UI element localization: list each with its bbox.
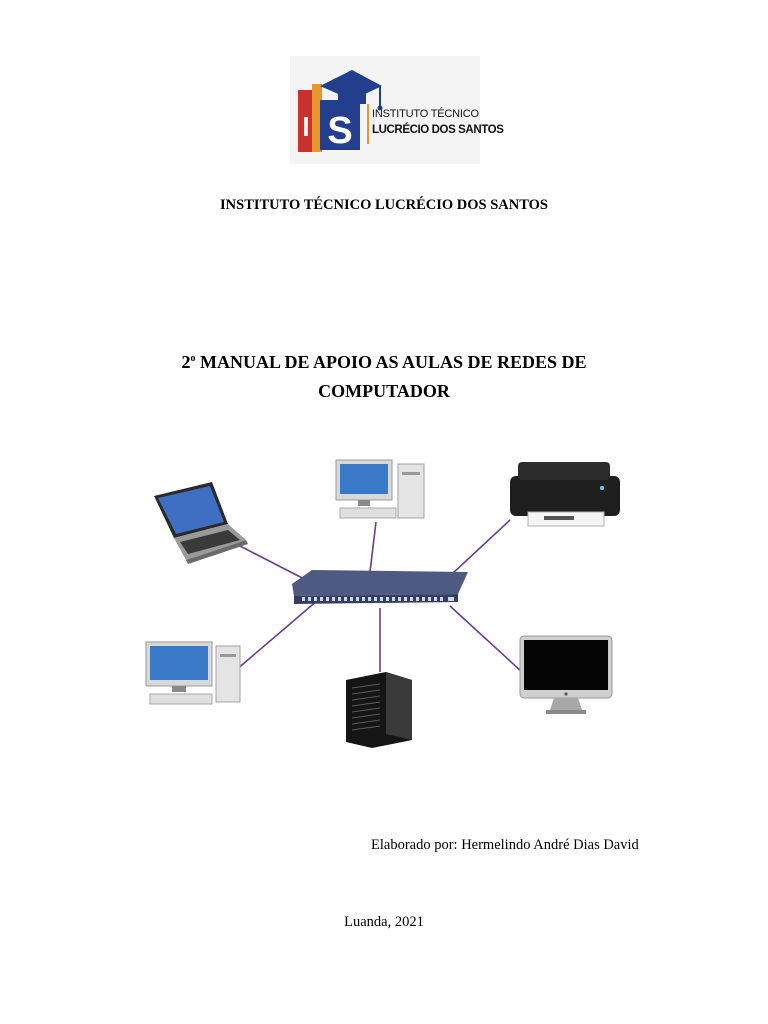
svg-text:S: S xyxy=(327,110,352,152)
title-line-2: COMPUTADOR xyxy=(318,381,450,401)
author-credit: Elaborado por: Hermelindo André Dias Dav… xyxy=(371,837,639,853)
desktop-computer-icon xyxy=(335,459,425,519)
institution-logo: S l INSTITUTO TÉCNICO LUCRÉCIO DOS SANTO… xyxy=(290,56,504,164)
server-tower-icon xyxy=(346,672,412,748)
monitor-icon xyxy=(519,635,613,714)
title-line1-text: MANUAL DE APOIO AS AULAS DE REDES DE xyxy=(195,352,587,372)
svg-text:l: l xyxy=(302,112,309,142)
title-ordinal: 2 xyxy=(181,352,191,372)
document-title: 2o MANUAL DE APOIO AS AULAS DE REDES DE … xyxy=(100,344,668,406)
printer-icon xyxy=(510,462,620,527)
title-line-1: 2o MANUAL DE APOIO AS AULAS DE REDES DE xyxy=(100,344,668,377)
network-links xyxy=(235,519,523,673)
title-ordinal-suffix: o xyxy=(190,353,196,364)
logo-text-line1: INSTITUTO TÉCNICO xyxy=(372,108,479,120)
city-year: Luanda, 2021 xyxy=(344,914,424,930)
laptop-icon xyxy=(154,482,248,564)
logo-emblem-icon: S l xyxy=(298,70,383,152)
network-diagram xyxy=(145,459,620,748)
desktop-computer-icon xyxy=(145,641,241,705)
institution-name: INSTITUTO TÉCNICO LUCRÉCIO DOS SANTOS xyxy=(220,197,548,213)
network-switch-icon xyxy=(292,570,468,604)
logo-text-line2: LUCRÉCIO DOS SANTOS xyxy=(372,124,504,136)
